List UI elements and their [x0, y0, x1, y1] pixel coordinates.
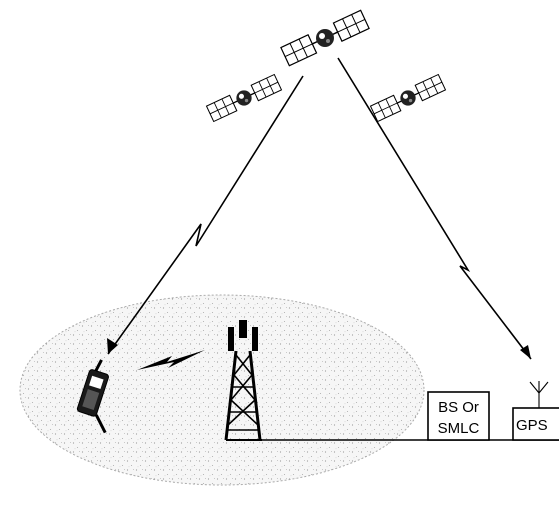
gps-antenna-icon [530, 381, 548, 408]
satellite-signal-to-gps [338, 58, 531, 359]
satellite-icon [281, 10, 369, 65]
bs-smlc-box: BS Or SMLC [428, 392, 489, 440]
gps-box: GPS [513, 408, 559, 440]
gps-label: GPS [516, 417, 548, 434]
satellite-icon [371, 74, 446, 121]
satellite-icon [207, 74, 282, 121]
bs-smlc-label-line1: BS Or [438, 399, 479, 416]
coverage-area [20, 295, 424, 485]
bs-smlc-label-line2: SMLC [438, 420, 480, 437]
